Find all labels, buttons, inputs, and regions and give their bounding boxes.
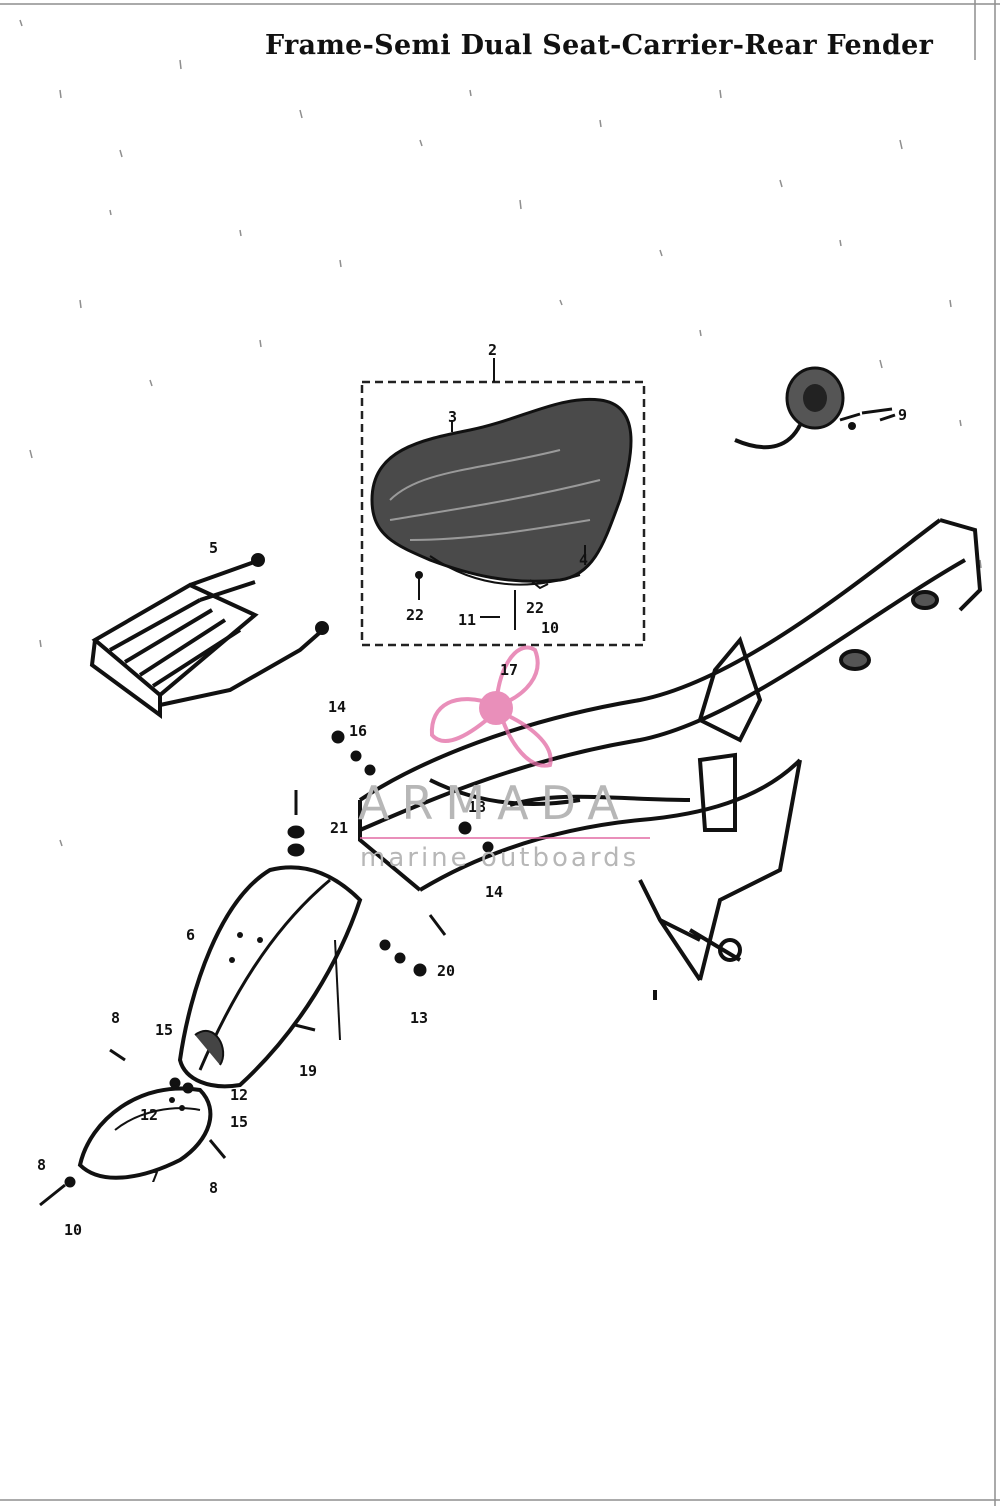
callout-label: 15 <box>230 1113 248 1131</box>
main-frame <box>358 518 983 1000</box>
watermark-tagline: marine outboards <box>360 843 640 873</box>
callout-label: 22 <box>406 606 424 624</box>
callout-label: 21 <box>330 819 348 837</box>
rear-carrier <box>89 553 329 719</box>
callout-label: 13 <box>410 1009 428 1027</box>
callout-label: 4 <box>579 551 588 569</box>
callout-label: 20 <box>437 962 455 980</box>
callout-label: 10 <box>541 619 559 637</box>
callout-label: 9 <box>898 406 907 424</box>
callout-label: 7 <box>150 1168 159 1186</box>
fender-flap <box>77 1086 213 1180</box>
callout-label: 2 <box>488 341 497 359</box>
callout-label: 12 <box>230 1086 248 1104</box>
watermark-logo <box>360 645 650 839</box>
rear-fender <box>177 865 363 1089</box>
callout-label: 17 <box>500 661 518 679</box>
callout-label: 8 <box>111 1009 120 1027</box>
seat-cushion <box>370 397 633 583</box>
fasteners <box>39 413 896 1207</box>
callout-label: 16 <box>349 722 367 740</box>
callout-label: 11 <box>458 611 476 629</box>
callout-label: 19 <box>299 1062 317 1080</box>
callout-label: 8 <box>209 1179 218 1197</box>
callout-label: 15 <box>155 1021 173 1039</box>
callout-label: 6 <box>186 926 195 944</box>
callout-label: 5 <box>209 539 218 557</box>
callout-label: 8 <box>37 1156 46 1174</box>
callout-label: 14 <box>328 698 346 716</box>
callout-label: 14 <box>485 883 503 901</box>
watermark-brand: ARMADA <box>358 776 631 830</box>
seat-lock <box>734 366 893 450</box>
diagram-title: Frame-Semi Dual Seat-Carrier-Rear Fender <box>265 30 934 61</box>
callout-label: 12 <box>140 1106 158 1124</box>
callout-label: 18 <box>468 798 486 816</box>
callout-label: 3 <box>448 408 457 426</box>
callout-label: 10 <box>64 1221 82 1239</box>
seat-assembly <box>360 358 646 647</box>
callout-labels: 2 3 4 22 11 22 10 17 9 5 14 16 18 14 21 … <box>37 341 907 1239</box>
callout-label: 22 <box>526 599 544 617</box>
